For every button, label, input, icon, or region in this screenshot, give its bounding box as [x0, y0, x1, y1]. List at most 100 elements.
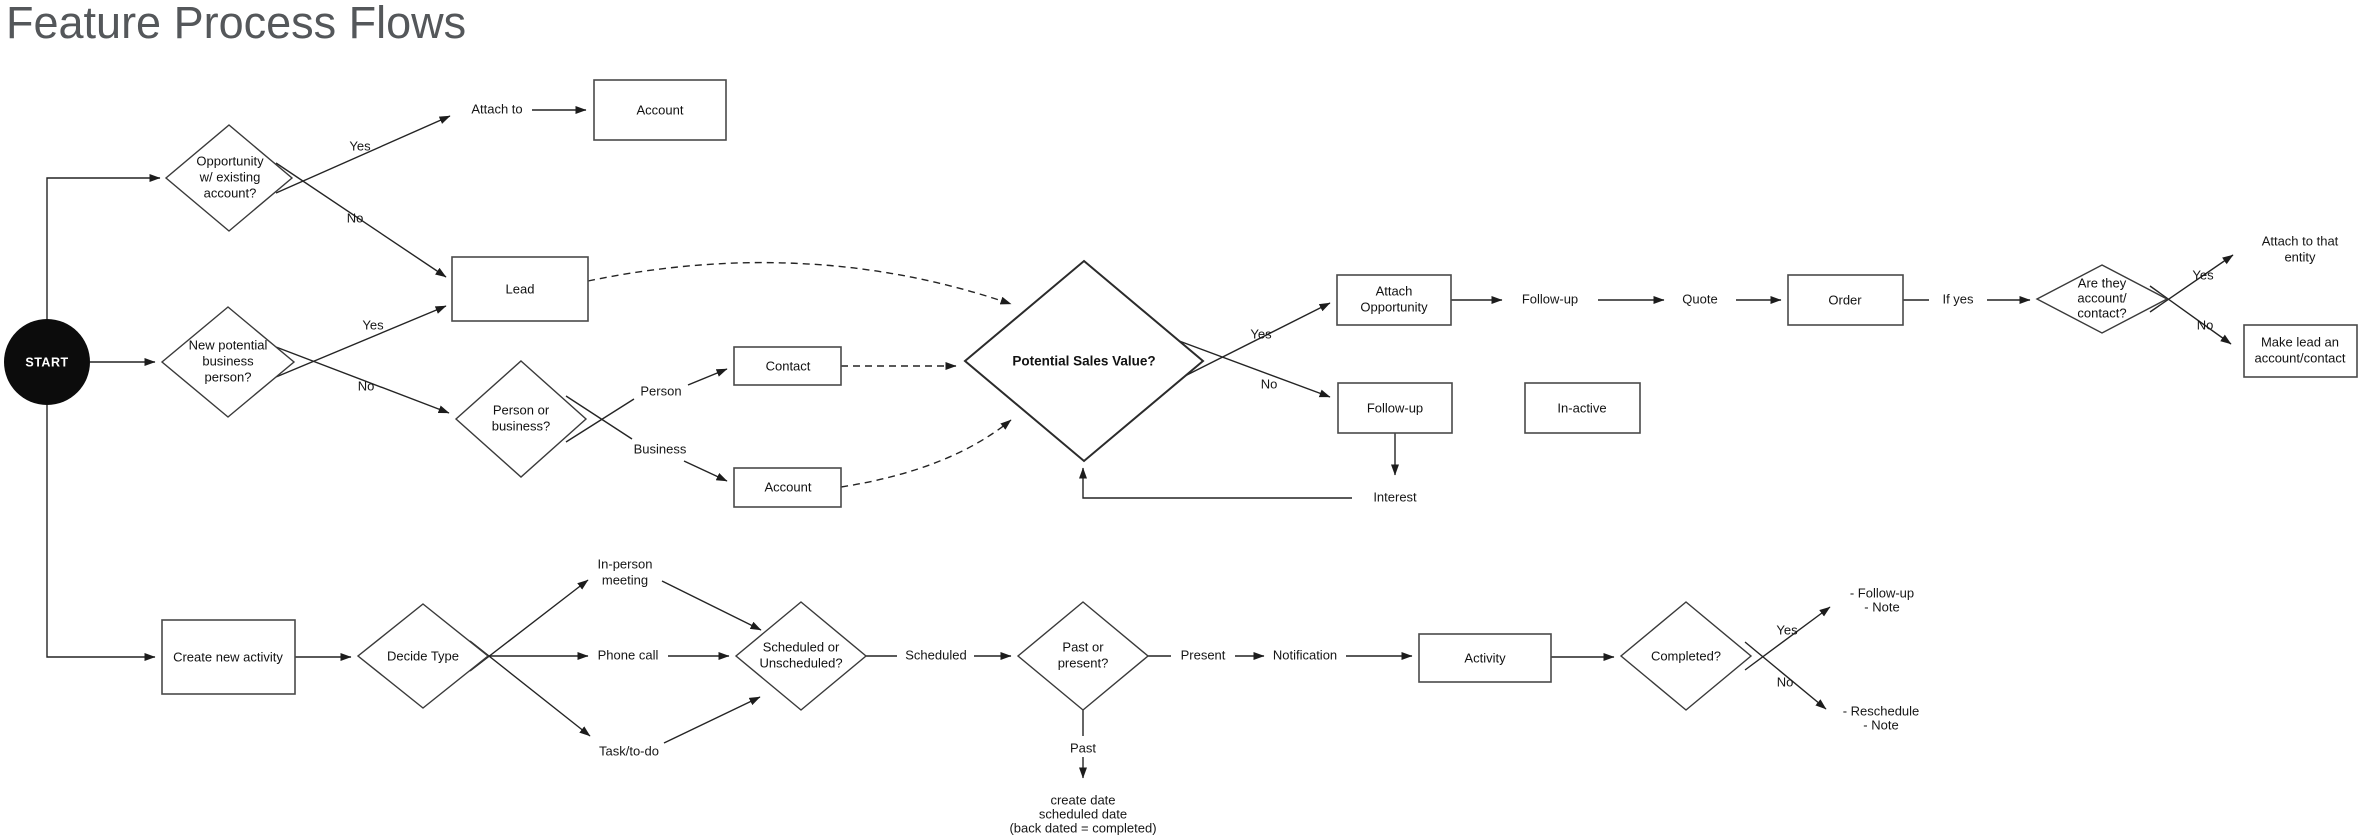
- decision-past-or-present[interactable]: [1016, 601, 1150, 711]
- label-attach-entity: Attach to that: [2262, 233, 2339, 248]
- label-follow-up-note: - Note: [1864, 599, 1899, 614]
- decision-past-or-present-label: present?: [1058, 655, 1109, 670]
- decision-past-or-present-label: Past or: [1062, 639, 1104, 654]
- edge-start-to-opportunity: [46, 174, 161, 319]
- label-business: Business: [634, 441, 687, 456]
- label-create-date: scheduled date: [1039, 806, 1127, 821]
- decision-person-or-business[interactable]: [454, 360, 588, 478]
- decision-scheduled-unscheduled-label: Unscheduled?: [759, 655, 842, 670]
- edge-lead-to-psv-dashed: [587, 261, 1012, 305]
- edge-decidetype-to-tasktodo: [469, 640, 591, 737]
- label-in-person-meeting: meeting: [602, 572, 648, 587]
- decision-are-they-account-contact[interactable]: [2035, 264, 2169, 334]
- decision-are-they-label: account/: [2077, 290, 2127, 305]
- label-arethey-no: No: [2197, 317, 2214, 332]
- edge-opportunity-yes: [275, 115, 451, 194]
- process-lead-label: Lead: [506, 281, 535, 296]
- edge-personbusiness-person-segment: [565, 398, 635, 443]
- process-contact[interactable]: [733, 346, 842, 386]
- label-create-date: (back dated = completed): [1009, 820, 1156, 835]
- edge-newpotential-yes-to-lead: [275, 305, 447, 378]
- process-attach-opportunity-label: Opportunity: [1360, 299, 1428, 314]
- process-inactive[interactable]: [1524, 382, 1641, 434]
- process-account-top[interactable]: [593, 79, 727, 141]
- label-completed-yes: Yes: [1776, 622, 1798, 637]
- decision-person-or-business-label: business?: [492, 418, 551, 433]
- label-reschedule-note: - Note: [1863, 717, 1898, 732]
- decision-opportunity-existing-account[interactable]: [164, 124, 294, 232]
- edge-business-to-account: [683, 460, 728, 482]
- process-create-new-activity-label: Create new activity: [173, 649, 283, 664]
- edge-interest-to-psv: [1079, 467, 1352, 499]
- decision-completed-label: Completed?: [1651, 648, 1721, 663]
- process-order[interactable]: [1787, 274, 1904, 326]
- process-make-lead[interactable]: [2243, 324, 2358, 378]
- label-follow-up: Follow-up: [1522, 291, 1578, 306]
- page-title: Feature Process Flows: [6, 0, 466, 48]
- label-newpotential-yes: Yes: [362, 317, 384, 332]
- label-opportunity-no: No: [347, 210, 364, 225]
- edge-personbusiness-business-segment: [565, 395, 633, 440]
- process-lead[interactable]: [451, 256, 589, 322]
- decision-are-they-label: Are they: [2078, 275, 2127, 290]
- decision-new-potential-business[interactable]: [160, 306, 296, 418]
- edge-start-to-createactivity: [46, 405, 156, 661]
- decision-opportunity-label: account?: [204, 185, 257, 200]
- decision-completed[interactable]: [1619, 601, 1753, 711]
- decision-scheduled-unscheduled-label: Scheduled or: [763, 639, 840, 654]
- label-present: Present: [1181, 647, 1226, 662]
- decision-decide-type-label: Decide Type: [387, 648, 459, 663]
- label-reschedule-note: - Reschedule: [1843, 703, 1920, 718]
- edge-tasktodo-to-scheduled: [663, 696, 761, 744]
- decision-potential-sales-value-label: Potential Sales Value?: [1012, 354, 1155, 369]
- process-attach-opportunity[interactable]: [1336, 274, 1452, 326]
- process-account-lower[interactable]: [733, 467, 842, 508]
- decision-scheduled-unscheduled[interactable]: [734, 601, 868, 711]
- edge-newpotential-no-to-personbusiness: [275, 346, 450, 414]
- process-activity[interactable]: [1418, 633, 1552, 683]
- decision-new-potential-label: business: [202, 353, 254, 368]
- process-make-lead-label: account/contact: [2254, 350, 2345, 365]
- process-inactive-label: In-active: [1557, 400, 1606, 415]
- decision-new-potential-label: person?: [205, 369, 252, 384]
- decision-decide-type[interactable]: [356, 603, 490, 709]
- process-account-top-label: Account: [637, 102, 684, 117]
- label-psv-yes: Yes: [1250, 326, 1272, 341]
- label-phone-call: Phone call: [598, 647, 659, 662]
- edge-person-to-contact: [687, 368, 728, 386]
- start-node-label: START: [25, 355, 68, 369]
- process-contact-label: Contact: [766, 358, 811, 373]
- process-follow-up[interactable]: [1337, 382, 1453, 434]
- decision-potential-sales-value[interactable]: [963, 259, 1205, 463]
- edge-decidetype-to-inperson: [469, 579, 589, 672]
- label-if-yes: If yes: [1942, 291, 1974, 306]
- decision-opportunity-label: Opportunity: [196, 153, 264, 168]
- process-create-new-activity[interactable]: [161, 619, 296, 695]
- process-activity-label: Activity: [1464, 650, 1506, 665]
- start-node[interactable]: [4, 319, 90, 405]
- edge-arethey-yes: [2149, 254, 2234, 313]
- label-interest: Interest: [1373, 489, 1417, 504]
- edge-opportunity-no-to-lead: [275, 162, 447, 278]
- edge-inperson-to-scheduled: [661, 580, 762, 631]
- label-task-todo: Task/to-do: [599, 743, 659, 758]
- edge-psv-no-to-followup: [1162, 334, 1331, 398]
- edge-completed-yes: [1744, 606, 1831, 671]
- label-follow-up-note: - Follow-up: [1850, 585, 1914, 600]
- edge-completed-no: [1744, 641, 1827, 710]
- edge-account-to-psv-dashed: [840, 419, 1012, 488]
- decision-opportunity-label: w/ existing: [199, 169, 261, 184]
- process-make-lead-label: Make lead an: [2261, 334, 2339, 349]
- label-notification: Notification: [1273, 647, 1337, 662]
- decision-person-or-business-label: Person or: [493, 402, 550, 417]
- label-in-person-meeting: In-person: [598, 556, 653, 571]
- decision-are-they-label: contact?: [2077, 305, 2126, 320]
- label-psv-no: No: [1261, 376, 1278, 391]
- decision-new-potential-label: New potential: [189, 337, 268, 352]
- edge-arethey-no: [2149, 285, 2232, 345]
- process-order-label: Order: [1828, 292, 1862, 307]
- process-attach-opportunity-label: Attach: [1376, 283, 1413, 298]
- label-person: Person: [640, 383, 681, 398]
- label-quote: Quote: [1682, 291, 1717, 306]
